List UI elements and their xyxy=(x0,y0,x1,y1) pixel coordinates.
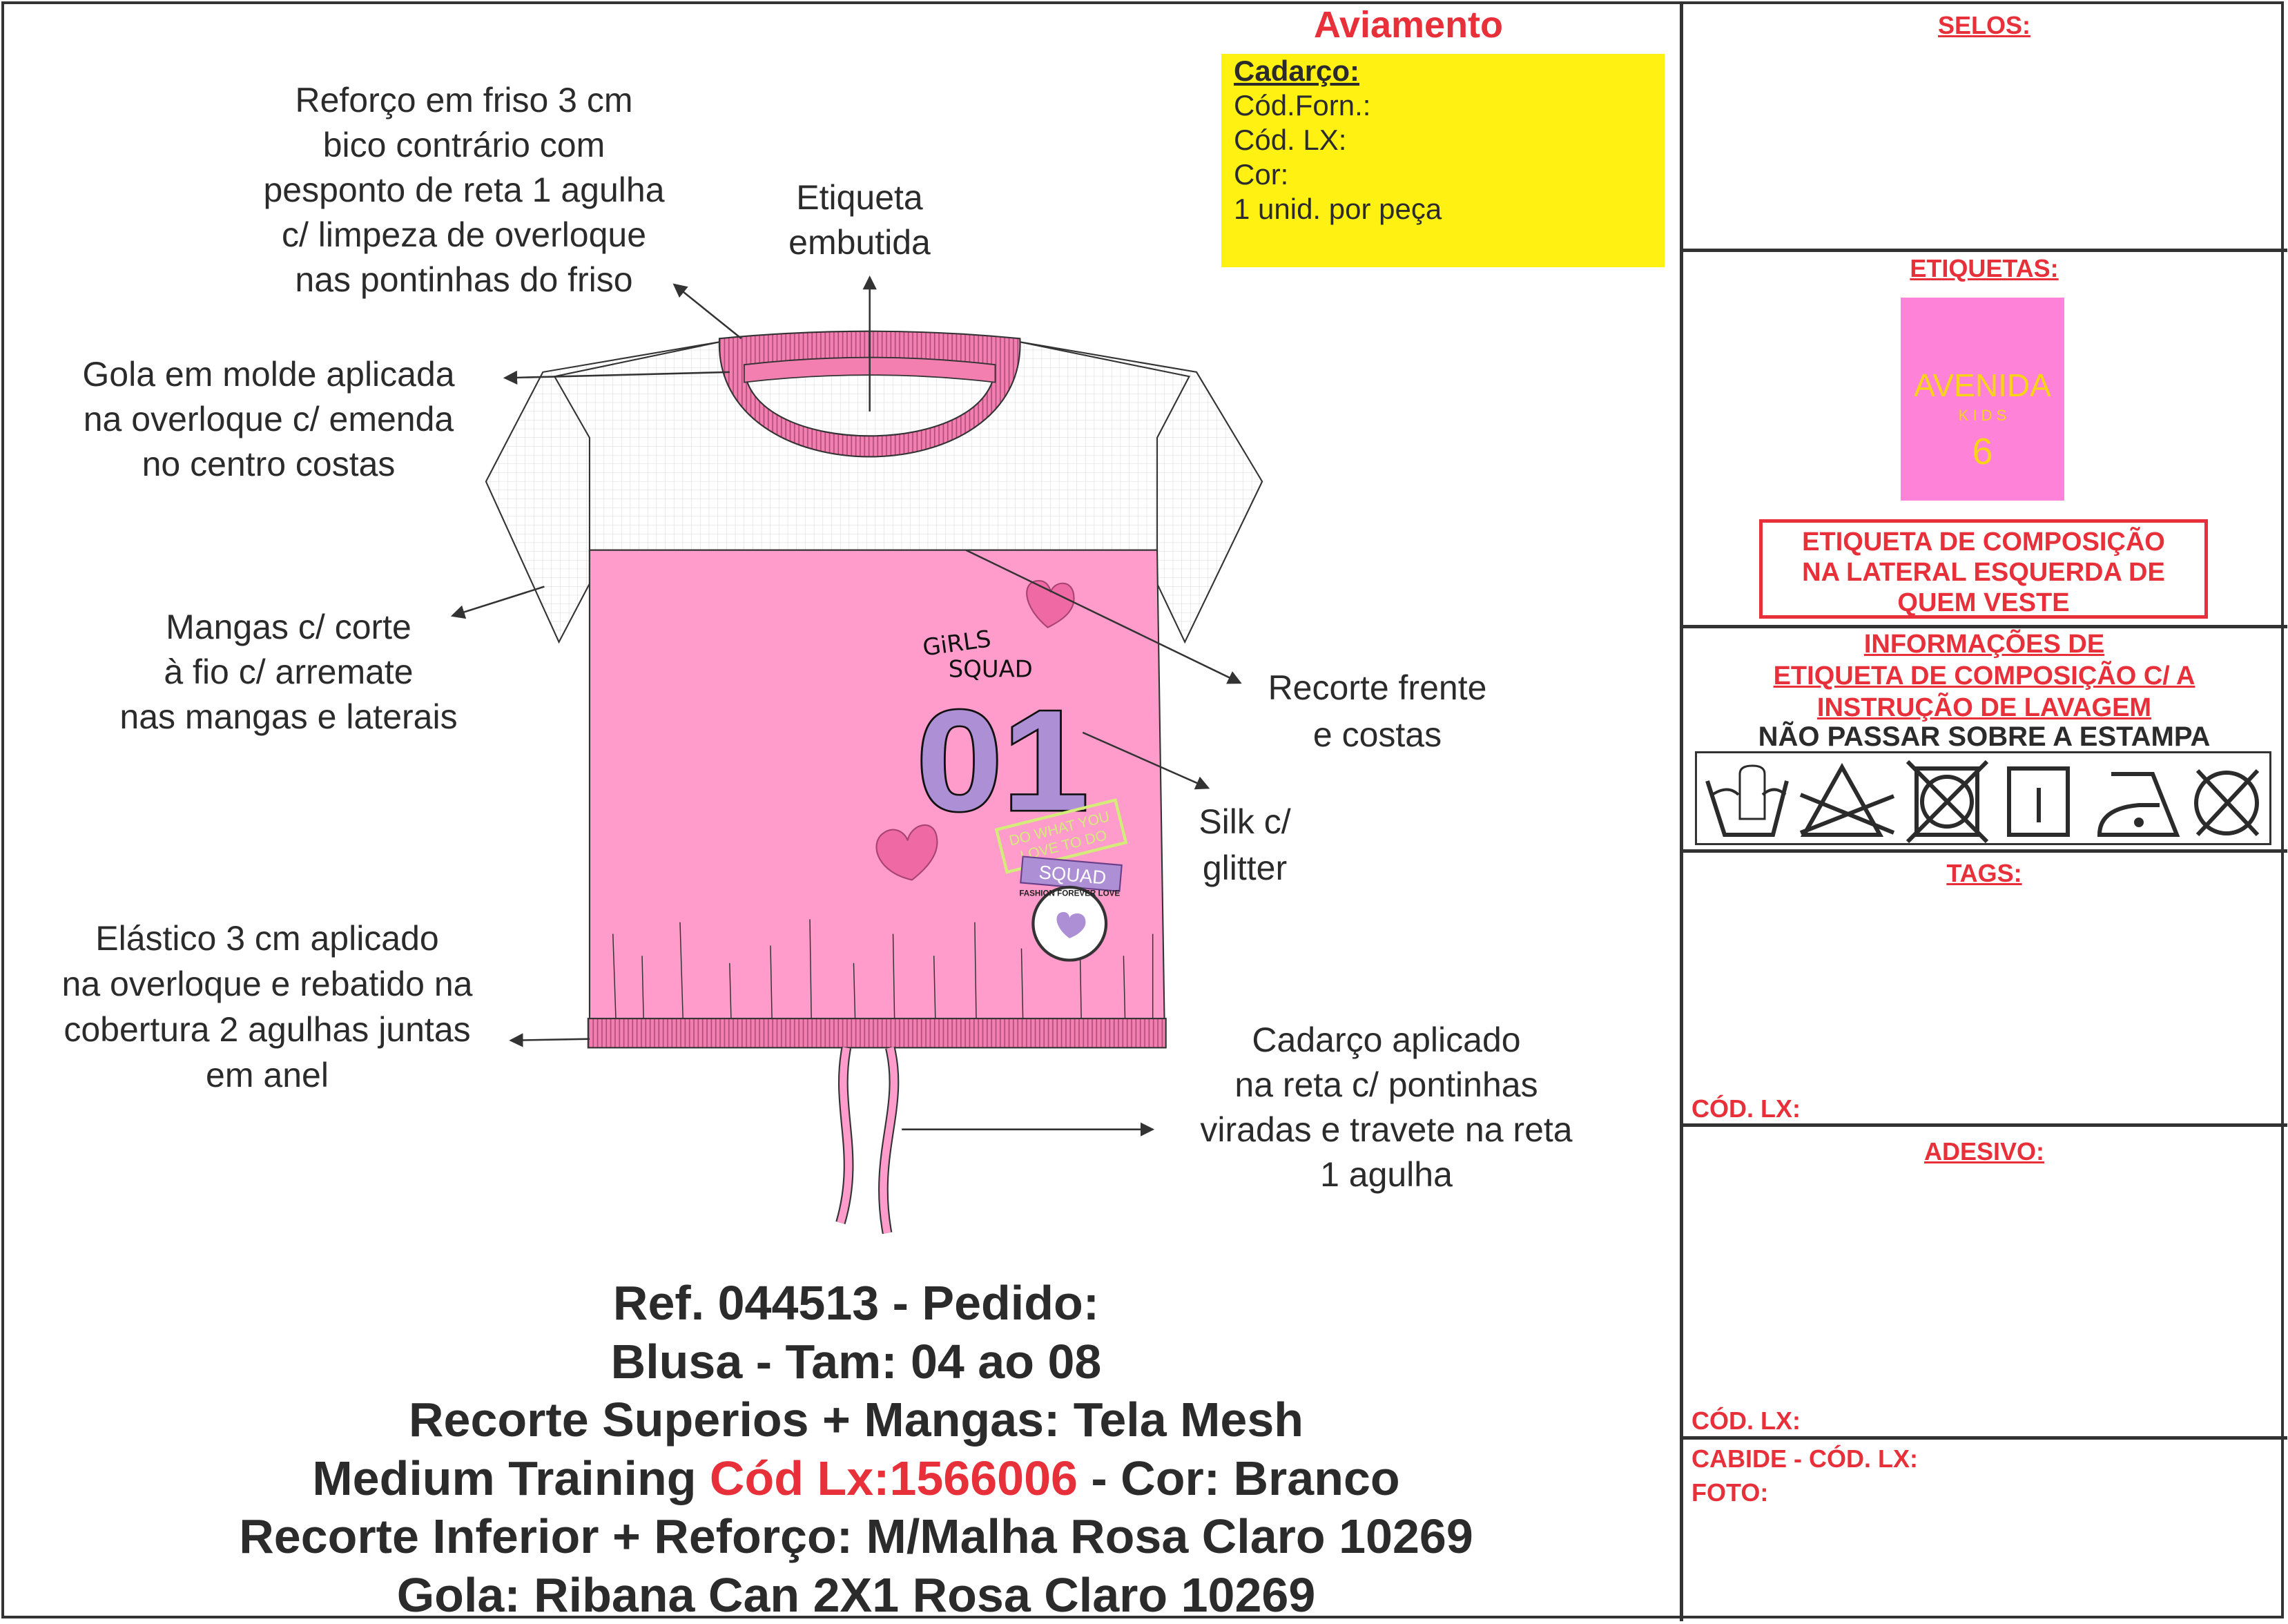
aviamento-box: Cadarço: Cód.Forn.: Cód. LX: Cor: 1 unid… xyxy=(1221,54,1665,267)
annotation-line: viradas e travete na reta xyxy=(1138,1108,1635,1152)
annotation-line: na overloque e rebatido na xyxy=(5,961,530,1007)
print-number: 01 xyxy=(916,681,1088,840)
annotation-line: glitter xyxy=(1158,845,1331,891)
iron-low-icon xyxy=(2100,774,2177,835)
hem-band xyxy=(588,1018,1166,1047)
spec-block: Ref. 044513 - Pedido: Blusa - Tam: 04 ao… xyxy=(28,1274,1685,1624)
annotation-line: na reta c/ pontinhas xyxy=(1138,1063,1635,1108)
info-line: INSTRUÇÃO DE LAVAGEM xyxy=(1683,692,2285,724)
care-symbols xyxy=(1695,751,2271,845)
spec-upper: Recorte Superios + Mangas: Tela Mesh xyxy=(28,1391,1685,1449)
spec-fabric-color: - Cor: Branco xyxy=(1078,1451,1400,1505)
annotation-line: 1 agulha xyxy=(1138,1152,1635,1197)
print-circle-text: FASHION FOREVER LOVE xyxy=(1019,889,1120,898)
spec-fabric: Medium Training Cód Lx:1566006 - Cor: Br… xyxy=(28,1449,1685,1508)
annotation-line: Gola em molde aplicada xyxy=(13,352,524,397)
spec-collar: Gola: Ribana Can 2X1 Rosa Claro 10269 xyxy=(28,1566,1685,1624)
hand-wash-icon xyxy=(1707,766,1787,835)
aviamento-line: 1 unid. por peça xyxy=(1234,192,1665,226)
annotation-line: cobertura 2 agulhas juntas xyxy=(5,1007,530,1052)
annotation-line: em anel xyxy=(5,1052,530,1098)
brand-size: 6 xyxy=(1901,430,2064,473)
etiquetas-label: ETIQUETAS: xyxy=(1683,254,2285,283)
composition-line: QUEM VESTE xyxy=(1763,588,2204,618)
brand-label: AVENIDA K I D S 6 xyxy=(1901,298,2064,501)
annotation-line: Silk c/ xyxy=(1158,799,1331,845)
annotation-line: à fio c/ arremate xyxy=(47,650,530,695)
spec-ref: Ref. 044513 - Pedido: xyxy=(28,1274,1685,1333)
composition-note: ETIQUETA DE COMPOSIÇÃO NA LATERAL ESQUER… xyxy=(1759,519,2208,619)
aviamento-line: Cód.Forn.: xyxy=(1234,88,1665,123)
annotation-line: e costas xyxy=(1205,711,1550,758)
annotation-line: nas mangas e laterais xyxy=(47,695,530,740)
spec-product: Blusa - Tam: 04 ao 08 xyxy=(28,1333,1685,1391)
spec-fabric-code: Cód Lx:1566006 xyxy=(710,1451,1078,1505)
line-dry-icon xyxy=(2009,768,2068,835)
annotation-line: c/ limpeza de overloque xyxy=(222,213,706,258)
annotation-line: nas pontinhas do friso xyxy=(222,258,706,302)
no-bleach-icon xyxy=(1801,767,1894,835)
cabide-label: CABIDE - CÓD. LX: xyxy=(1691,1442,1918,1476)
print-squad-script: SQUAD xyxy=(949,656,1033,683)
annotation-cadarco: Cadarço aplicado na reta c/ pontinhas vi… xyxy=(1138,1018,1635,1197)
no-tumble-dry-icon xyxy=(1908,762,1987,842)
brand-sub: K I D S xyxy=(1901,407,2064,425)
annotation-line: Mangas c/ corte xyxy=(47,605,530,650)
care-info-heading: INFORMAÇÕES DE ETIQUETA DE COMPOSIÇÃO C/… xyxy=(1683,628,2285,724)
tags-label: TAGS: xyxy=(1683,859,2285,888)
spec-lower: Recorte Inferior + Reforço: M/Malha Rosa… xyxy=(28,1507,1685,1566)
aviamento-title: Aviamento xyxy=(1243,3,1574,46)
annotation-etiqueta: Etiqueta embutida xyxy=(756,175,963,265)
annotation-line: Recorte frente xyxy=(1205,664,1550,711)
composition-line: ETIQUETA DE COMPOSIÇÃO xyxy=(1763,527,2204,557)
annotation-line: Etiqueta xyxy=(756,175,963,220)
annotation-line: Elástico 3 cm aplicado xyxy=(5,916,530,961)
print-warning: NÃO PASSAR SOBRE A ESTAMPA xyxy=(1683,722,2285,753)
annotation-line: Cadarço aplicado xyxy=(1138,1018,1635,1063)
foto-label: FOTO: xyxy=(1691,1476,1768,1509)
cod-lx-label: CÓD. LX: xyxy=(1691,1092,1801,1125)
annotation-elastico: Elástico 3 cm aplicado na overloque e re… xyxy=(5,916,530,1098)
annotation-silk: Silk c/ glitter xyxy=(1158,799,1331,891)
cod-lx-label: CÓD. LX: xyxy=(1691,1404,1801,1438)
aviamento-heading: Cadarço: xyxy=(1234,54,1665,88)
no-dry-clean-icon xyxy=(2196,771,2258,835)
info-line: INFORMAÇÕES DE xyxy=(1683,628,2285,660)
annotation-line: pesponto de reta 1 agulha xyxy=(222,168,706,213)
selos-label: SELOS: xyxy=(1683,11,2285,40)
annotation-reforco: Reforço em friso 3 cm bico contrário com… xyxy=(222,78,706,302)
aviamento-line: Cód. LX: xyxy=(1234,123,1665,157)
brand-name: AVENIDA xyxy=(1901,367,2064,404)
spec-fabric-name: Medium Training xyxy=(312,1451,710,1505)
annotation-line: na overloque c/ emenda xyxy=(13,397,524,442)
info-line: ETIQUETA DE COMPOSIÇÃO C/ A xyxy=(1683,660,2285,692)
annotation-line: embutida xyxy=(756,220,963,265)
annotation-recorte: Recorte frente e costas xyxy=(1205,664,1550,758)
annotation-mangas: Mangas c/ corte à fio c/ arremate nas ma… xyxy=(47,605,530,740)
aviamento-line: Cor: xyxy=(1234,157,1665,192)
annotation-line: bico contrário com xyxy=(222,123,706,168)
annotation-gola: Gola em molde aplicada na overloque c/ e… xyxy=(13,352,524,487)
annotation-line: no centro costas xyxy=(13,442,524,487)
annotation-line: Reforço em friso 3 cm xyxy=(222,78,706,123)
composition-line: NA LATERAL ESQUERDA DE xyxy=(1763,557,2204,588)
adesivo-label: ADESIVO: xyxy=(1683,1137,2285,1166)
